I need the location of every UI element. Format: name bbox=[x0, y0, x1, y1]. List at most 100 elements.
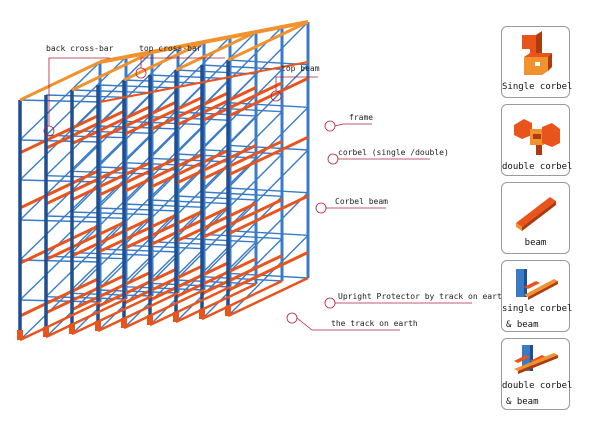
single-corbel-beam-icon bbox=[516, 269, 558, 300]
legend-label-single-corbel-beam-2: & beam bbox=[506, 320, 539, 330]
corbel-rail-8-2 bbox=[227, 194, 309, 236]
corbel-rail-5-2 bbox=[149, 205, 231, 247]
frame-brace-x-5-4 bbox=[149, 203, 231, 284]
corbel-rail-6-2 bbox=[175, 202, 257, 243]
leader-top-beam bbox=[275, 76, 318, 91]
corbel-rail-1-3 bbox=[45, 273, 127, 315]
frame-brace-x-8-5 bbox=[227, 234, 309, 317]
leader-track bbox=[296, 317, 400, 331]
corbel-rail-7-3 bbox=[201, 254, 283, 295]
single-corbel-icon bbox=[522, 31, 552, 75]
top-cross-bar-2 bbox=[71, 50, 153, 92]
top-cross-bar-4 bbox=[123, 40, 205, 82]
upright-protector-1 bbox=[43, 327, 49, 337]
corbel-rail-4-2 bbox=[123, 209, 205, 250]
callout-circle-corbel bbox=[327, 153, 339, 165]
ground-track-8 bbox=[227, 276, 309, 318]
corbel-rail-1-2 bbox=[45, 220, 127, 261]
corbel-rail-8-0 bbox=[227, 76, 309, 118]
drive-in-rack bbox=[17, 20, 310, 342]
legend-label-beam: beam bbox=[524, 238, 547, 248]
double-corbel-beam-icon bbox=[514, 345, 558, 374]
upright-protector-0 bbox=[17, 330, 23, 340]
ground-track-5 bbox=[149, 285, 231, 327]
corbel-rail-0-1 bbox=[19, 168, 101, 210]
corbel-rail-2-2 bbox=[71, 216, 153, 258]
double-corbel-icon bbox=[514, 119, 560, 155]
frame-brace-x-8-1 bbox=[227, 64, 309, 146]
legend-label-double-corbel-beam-1: double corbel bbox=[502, 381, 573, 391]
frame-brace-x-7-3 bbox=[201, 153, 283, 235]
top-cross-bar-8 bbox=[227, 20, 309, 62]
upright-protector-6 bbox=[173, 312, 179, 322]
corbel-rail-1-1 bbox=[45, 164, 127, 206]
legend-card-single-corbel-beam: single corbel & beam bbox=[501, 260, 573, 332]
corbel-rail-6-0 bbox=[175, 86, 257, 127]
corbel-rail-8-1 bbox=[227, 135, 309, 177]
frame-brace-x-0-2 bbox=[19, 141, 101, 221]
leader-back-cross-bar bbox=[48, 57, 110, 126]
frame-brace-x-2-0 bbox=[71, 51, 153, 132]
label-corbel-beam: Corbel beam bbox=[335, 197, 388, 206]
frame-brace-x-4-0 bbox=[123, 41, 205, 122]
ground-track-7 bbox=[201, 279, 283, 321]
upright-protector-8 bbox=[225, 306, 231, 316]
upright-protector-3 bbox=[95, 321, 101, 331]
top-cross-bar-0 bbox=[19, 60, 101, 102]
ground-track-4 bbox=[123, 288, 205, 330]
frame-brace-x-5-5 bbox=[149, 244, 231, 326]
legend-label-double-corbel-beam-2: & beam bbox=[506, 397, 539, 407]
callout-circle-corbel-beam bbox=[315, 202, 327, 214]
label-back-cross-bar: back cross-bar bbox=[46, 44, 114, 53]
ground-track-2 bbox=[71, 294, 153, 336]
label-frame: frame bbox=[349, 113, 374, 122]
frame-brace-x-3-5 bbox=[97, 251, 179, 332]
corbel-rail-5-3 bbox=[149, 260, 231, 302]
legend-label-double-corbel: double corbel bbox=[502, 162, 573, 172]
frame-brace-x-6-4 bbox=[175, 199, 257, 281]
frame-brace-x-2-5 bbox=[71, 254, 153, 335]
legend-label-single-corbel: Single corbel bbox=[502, 82, 573, 92]
frame-brace-x-3-4 bbox=[97, 210, 179, 291]
frame-brace-x-1-4 bbox=[45, 217, 127, 298]
legend-label-single-corbel-beam-1: single corbel bbox=[502, 304, 573, 314]
corbel-rail-0-0 bbox=[19, 113, 101, 155]
corbel-rail-0-3 bbox=[19, 276, 101, 318]
legend-card-single-corbel: Single corbel bbox=[501, 26, 573, 98]
frame-brace-x-7-4 bbox=[201, 195, 283, 278]
corbel-rail-0-2 bbox=[19, 223, 101, 265]
frame-brace-x-8-4 bbox=[227, 192, 309, 274]
frame-brace-x-0-3 bbox=[19, 181, 101, 261]
frame-brace-x-4-4 bbox=[123, 206, 205, 288]
frame-brace-x-8-3 bbox=[227, 149, 309, 232]
corbel-rail-3-3 bbox=[97, 267, 179, 308]
corbel-rail-6-3 bbox=[175, 257, 257, 299]
corbel-rail-2-0 bbox=[71, 104, 153, 146]
corbel-rail-3-2 bbox=[97, 212, 179, 254]
frame-brace-x-0-0 bbox=[19, 61, 101, 141]
upright-protector-5 bbox=[147, 315, 153, 325]
ground-track-1 bbox=[45, 297, 127, 339]
leader-frame bbox=[334, 123, 372, 127]
beam-icon bbox=[516, 197, 556, 231]
corbel-rail-2-3 bbox=[71, 270, 153, 311]
ground-track-3 bbox=[97, 291, 179, 333]
frame-brace-x-6-5 bbox=[175, 241, 257, 323]
label-corbel: corbel (single /double) bbox=[338, 148, 449, 157]
upright-protector-4 bbox=[121, 318, 127, 328]
corbel-rail-4-0 bbox=[123, 95, 205, 136]
corbel-rail-4-1 bbox=[123, 152, 205, 193]
corbel-rail-6-1 bbox=[175, 144, 257, 185]
corbel-rail-8-3 bbox=[227, 251, 309, 292]
legend-card-double-corbel: double corbel bbox=[501, 104, 573, 176]
ground-track-6 bbox=[175, 282, 257, 324]
corbel-rail-2-1 bbox=[71, 160, 153, 202]
callout-circle-track bbox=[286, 312, 298, 324]
corbel-rail-4-3 bbox=[123, 263, 205, 305]
label-upright-protector: Upright Protector by track on earth bbox=[338, 292, 507, 301]
corbel-rail-3-0 bbox=[97, 99, 179, 141]
legend-card-beam: beam bbox=[501, 182, 570, 254]
ground-track-0 bbox=[19, 300, 101, 342]
label-top-beam: top beam bbox=[281, 64, 320, 73]
leader-top-cross-bar bbox=[140, 57, 225, 68]
